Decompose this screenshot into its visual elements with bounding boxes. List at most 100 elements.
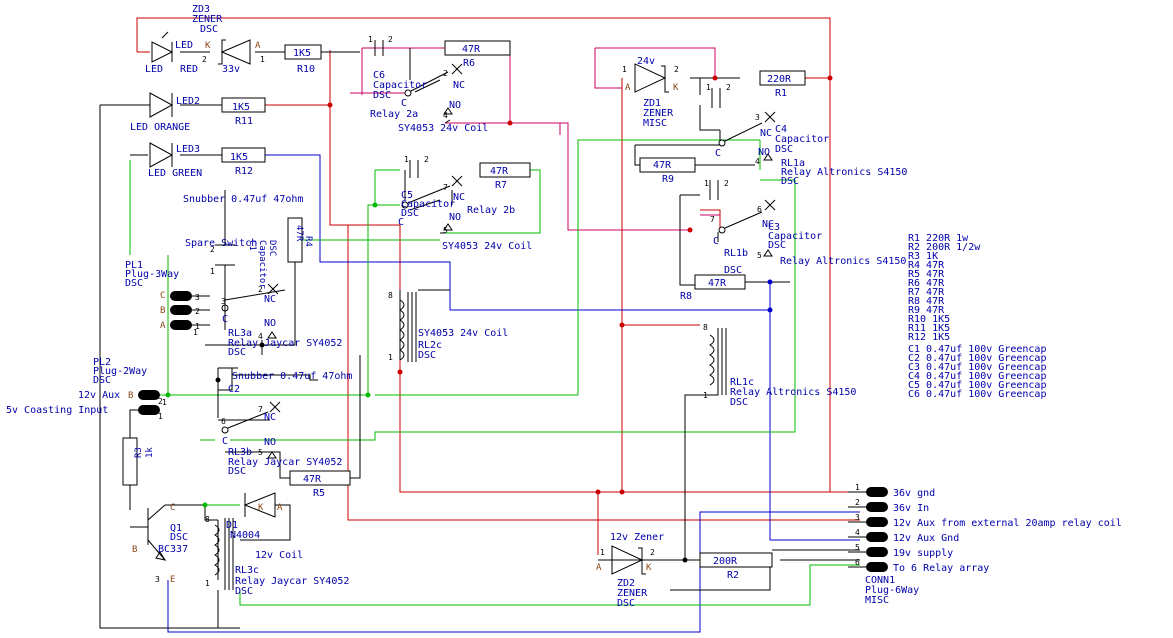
bom-item: R12 1K5 (908, 332, 950, 343)
rl2c-ref: RL2c (418, 340, 442, 351)
svg-text:K: K (646, 563, 652, 573)
rl1b-ref: RL1b (724, 248, 748, 259)
rl3a-c: C (222, 314, 228, 325)
svg-text:A: A (596, 563, 602, 573)
conn1-pin5-label: 12v Aux Gnd (893, 533, 959, 544)
svg-text:1: 1 (260, 55, 265, 64)
bom-item: R10 1K5 (908, 314, 950, 325)
svg-text:1: 1 (368, 35, 373, 44)
r8-ref: R8 (680, 291, 692, 302)
pl1-plug (170, 291, 192, 330)
relay-2a-switch (404, 63, 463, 115)
svg-text:2: 2 (650, 548, 655, 557)
coil-12v-label: 12v Coil (255, 550, 303, 561)
rl3a-nc: NC (264, 294, 276, 305)
pl2-ref: PL2 (93, 357, 111, 368)
svg-text:4: 4 (258, 332, 263, 341)
bom-item: R1 220R 1w (908, 233, 969, 244)
zd1-ref: ZD1 (643, 98, 661, 109)
svg-text:3: 3 (155, 575, 160, 584)
zd3-val: 33v (222, 64, 240, 75)
bom-list: R1 220R 1w R2 200R 1/2w R3 1K R4 47R R5 … (908, 233, 1046, 400)
c4-type: Capacitor (775, 134, 829, 145)
led-red: RED (180, 64, 198, 75)
c4-capacitor (711, 88, 721, 108)
zd2-type: ZENER (617, 588, 648, 599)
r12-value: 1K5 (230, 152, 248, 163)
c6-lib: DSC (373, 90, 391, 101)
r5-ref: R5 (313, 488, 325, 499)
zd3-lib: DSC (200, 24, 218, 35)
conn1-lib: MISC (865, 595, 889, 606)
r11-resistor (221, 97, 266, 113)
svg-text:E: E (170, 575, 175, 585)
relay-2a-no: NO (449, 100, 461, 111)
relay-2b-switch (401, 175, 463, 231)
svg-text:A: A (255, 41, 261, 51)
svg-text:6: 6 (855, 558, 860, 567)
c1-type: Capacitor (257, 240, 267, 289)
led-red-diode (151, 31, 174, 63)
relay-2b-c: C (398, 217, 404, 228)
led-green-label: LED GREEN (148, 168, 202, 179)
rl3a-lib: DSC (228, 347, 246, 358)
c2-ref: C2 (228, 384, 240, 395)
svg-text:1: 1 (210, 267, 215, 276)
svg-text:2: 2 (424, 155, 429, 164)
r11-value: 1K5 (232, 102, 250, 113)
junction-dots (165, 75, 833, 563)
q1-transistor (130, 508, 167, 561)
zd2-zener (611, 545, 646, 575)
component-labels: ZD3 ZENER DSC 33v LED LED RED 1K5 R10 LE… (6, 4, 919, 609)
r5-resistor (289, 470, 351, 486)
snubber-label-1: Snubber 0.47uf 47ohm (183, 194, 303, 205)
rl3b-ref: RL3b (228, 447, 252, 458)
r2-ref: R2 (727, 570, 739, 581)
blue-wires (167, 154, 860, 633)
rl1b-lib: DSC (724, 265, 742, 276)
r10-resistor (284, 44, 322, 60)
svg-text:K: K (205, 41, 211, 51)
svg-text:2: 2 (443, 69, 448, 78)
rl3b-no: NO (264, 437, 276, 448)
pl2-plug (138, 390, 160, 415)
c5-capacitor (409, 160, 419, 178)
r9-resistor (639, 157, 696, 173)
relay-2b-nc: NC (453, 192, 465, 203)
r1-value: 220R (767, 74, 792, 85)
spare-switch-label: Spare Switch (185, 238, 257, 249)
conn1-pin2-label: 36v In (893, 503, 929, 514)
rl1a-ref: RL1a (781, 158, 805, 169)
bom-item: R8 47R (908, 296, 945, 307)
rl1c-lib: DSC (730, 397, 748, 408)
rl1b-type: Relay Altronics S4150 (780, 256, 906, 267)
bom-item: R11 1K5 (908, 323, 950, 334)
r2-value: 200R (713, 556, 738, 567)
svg-text:1: 1 (388, 353, 393, 362)
zd2-lib: DSC (617, 598, 635, 609)
svg-text:4: 4 (755, 157, 760, 166)
c4-ref: C4 (775, 124, 787, 135)
c5-lib: DSC (401, 208, 419, 219)
rl3b-c: C (222, 436, 228, 447)
d1-type: N4004 (230, 530, 260, 541)
svg-text:2: 2 (724, 179, 729, 188)
bom-item: R3 1K (908, 251, 938, 262)
relay-2a-c: C (401, 98, 407, 109)
svg-text:6: 6 (757, 205, 762, 214)
rl3b-nc: NC (264, 412, 276, 423)
relay-2b-no: NO (449, 212, 461, 223)
svg-text:8: 8 (388, 291, 393, 300)
terminal-letters: K A A K A K K A C B A B C B E (128, 41, 679, 585)
r7-ref: R7 (495, 180, 507, 191)
rl3a-no: NO (264, 318, 276, 329)
rl3c-coil (214, 518, 234, 590)
svg-text:2: 2 (674, 65, 679, 74)
rl3b-lib: DSC (228, 466, 246, 477)
rl1a-no: NO (758, 147, 770, 158)
svg-text:2: 2 (855, 498, 860, 507)
r4-resistor (287, 217, 303, 263)
svg-text:2: 2 (726, 83, 731, 92)
c5-type: Capacitor (401, 199, 455, 210)
svg-text:4: 4 (855, 528, 860, 537)
